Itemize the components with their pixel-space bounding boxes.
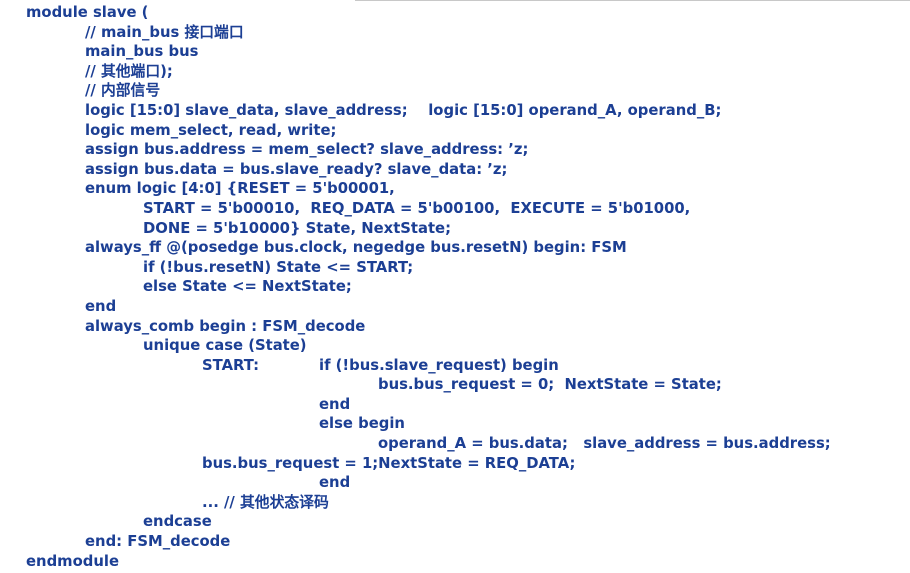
top-divider [355,0,910,1]
code-line: endmodule [26,552,119,570]
code-line: assign bus.data = bus.slave_ready? slave… [85,160,508,178]
code-line: bus.bus_request = 0; NextState = State; [378,376,722,394]
code-line: operand_A = bus.data; slave_address = bu… [378,435,831,453]
code-line: // 其他端口); [85,62,173,80]
code-line: end [319,395,351,413]
code-line: main_bus bus [85,43,199,61]
code-line: enum logic [4:0] {RESET = 5'b00001, [85,180,395,198]
code-line: else begin [319,415,405,433]
code-line: end [85,297,117,315]
code-line: logic mem_select, read, write; [85,121,337,139]
code-line: bus.bus_request = 1;NextState = REQ_DATA… [202,454,576,472]
code-line: if (!bus.resetN) State <= START; [143,258,414,276]
code-line: end [319,474,351,492]
code-line: always_comb begin : FSM_decode [85,317,366,335]
code-block: module slave ( // main_bus 接口端口 main_bus… [26,3,831,571]
code-line: unique case (State) [143,337,307,355]
code-line: START: if (!bus.slave_request) begin [26,356,831,376]
case-label: START: [202,356,259,374]
code-line: // main_bus 接口端口 [85,23,244,41]
code-fragment: if (!bus.slave_request) begin [319,356,559,374]
code-line: module slave ( [26,4,149,21]
code-line: // 内部信号 [85,82,161,100]
code-line: end: FSM_decode [85,533,231,551]
code-line: else State <= NextState; [143,278,352,296]
code-line: START = 5'b00010, REQ_DATA = 5'b00100, E… [143,199,691,217]
code-line: endcase [143,513,212,531]
code-line: always_ff @(posedge bus.clock, negedge b… [85,239,627,257]
code-line: logic [15:0] slave_data, slave_address; … [85,101,722,119]
code-line: DONE = 5'b10000} State, NextState; [143,219,452,237]
code-line: ... // 其他状态译码 [202,493,329,511]
code-line: assign bus.address = mem_select? slave_a… [85,141,529,159]
